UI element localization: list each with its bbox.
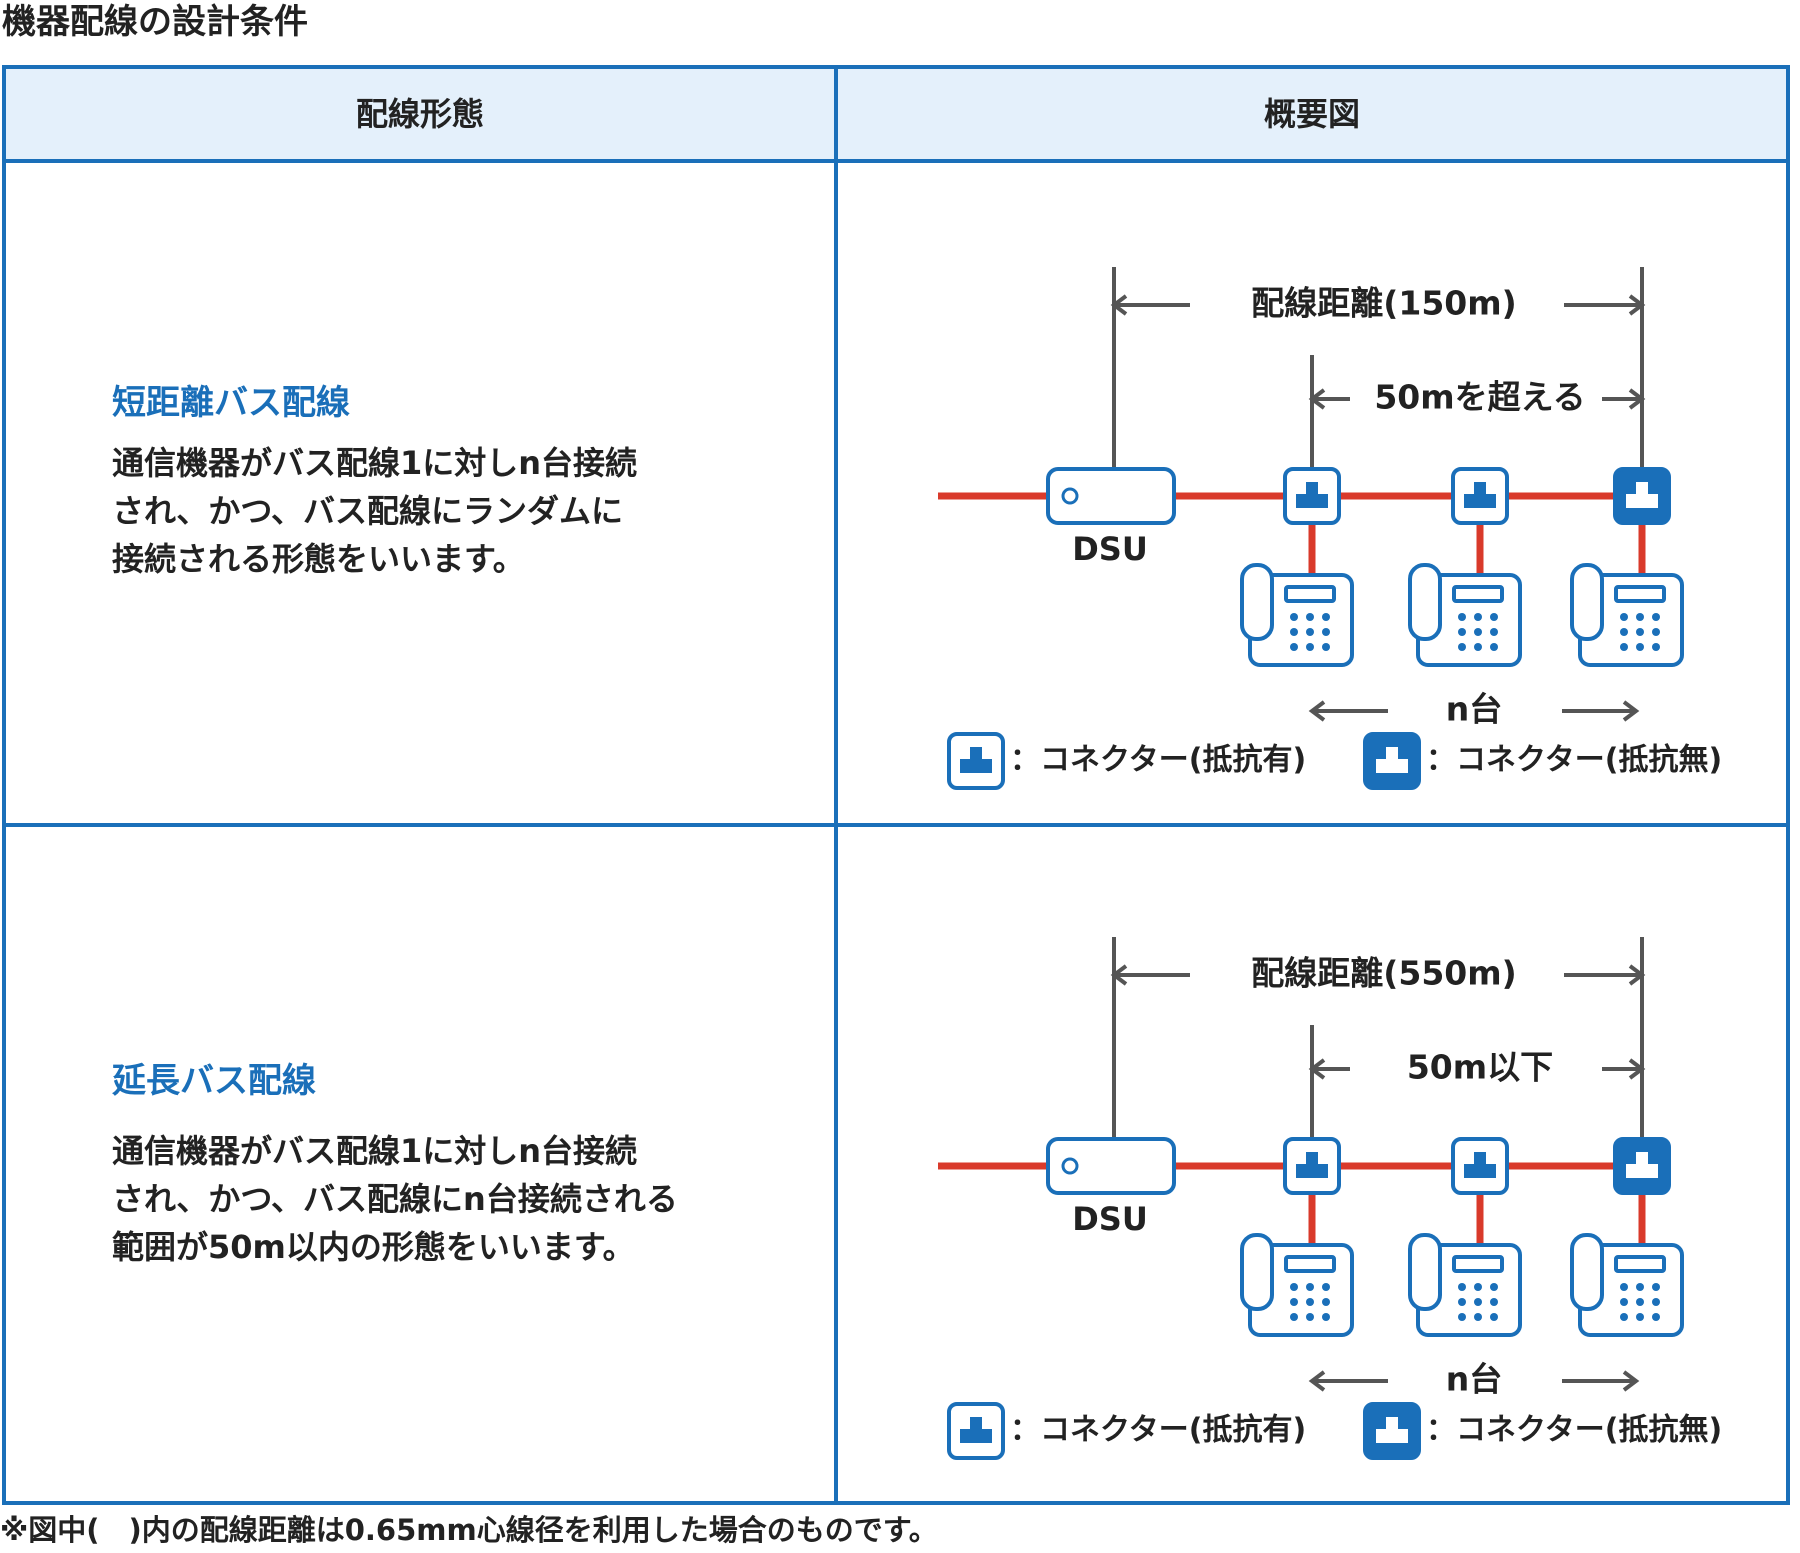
sub-distance-arrow-right <box>1602 388 1646 410</box>
top-distance-arrow-right <box>1564 964 1646 986</box>
column-header-pattern: 配線形態 <box>355 95 484 133</box>
page-title: 機器配線の設計条件 <box>2 2 308 42</box>
connector-outline-icon <box>1283 467 1341 525</box>
dsu-device-icon <box>1046 1137 1176 1195</box>
top-distance-label: 配線距離(550m) <box>1251 954 1516 993</box>
telephone-icon <box>1240 563 1354 667</box>
column-divider <box>834 69 838 1501</box>
connector-outline-icon <box>1283 1137 1341 1195</box>
count-label: n台 <box>1446 1360 1503 1399</box>
row1-pattern-description: 通信機器がバス配線1に対しn台接続 され、かつ、バス配線にランダムに 接続される… <box>112 444 638 578</box>
table-header-row <box>6 69 1786 159</box>
column-header-diagram: 概要図 <box>1263 95 1360 133</box>
top-distance-arrow-left <box>1110 294 1190 316</box>
row-divider <box>6 823 1786 827</box>
sub-distance-label: 50m以下 <box>1407 1048 1553 1087</box>
connector-outline-icon <box>1451 467 1509 525</box>
row2-diagram-svg: 配線距離(550m) 50m以下 DSU n台 ：コネクター(抵抗有) ：コネクター(抵抗… <box>938 937 1722 1460</box>
telephone-icon <box>1570 563 1684 667</box>
sub-distance-arrow-left <box>1308 1058 1350 1080</box>
legend-connector-outline-icon <box>947 1402 1005 1460</box>
sub-distance-arrow-right <box>1602 1058 1646 1080</box>
top-distance-arrow-left <box>1110 964 1190 986</box>
header-divider <box>6 159 1786 163</box>
count-label: n台 <box>1446 690 1503 729</box>
sub-distance-arrow-left <box>1308 388 1350 410</box>
row2-diagram: 配線距離(550m) 50m以下 DSU n台 ：コネクター(抵抗有) ：コネクター(抵抗… <box>838 833 1786 1493</box>
telephone-icon <box>1570 1233 1684 1337</box>
row1-diagram: 配線距離(150m) 50mを超える DSU n台 ：コネクター(抵抗有) ：コネクター(… <box>838 163 1786 823</box>
legend-connector-filled-icon <box>1363 1402 1421 1460</box>
connector-filled-icon <box>1613 467 1671 525</box>
row1-pattern-name: 短距離バス配線 <box>112 383 350 423</box>
footnote: ※図中( )内の配線距離は0.65mm心線径を利用した場合のものです。 <box>0 1513 938 1547</box>
dsu-label: DSU <box>1072 530 1148 568</box>
row2-pattern-description: 通信機器がバス配線1に対しn台接続 され、かつ、バス配線にn台接続される 範囲が… <box>112 1132 678 1266</box>
sub-distance-label: 50mを超える <box>1374 378 1585 417</box>
legend-without-resistor: ：コネクター(抵抗無) <box>1426 1413 1722 1448</box>
wiring-table: 配線形態 概要図 短距離バス配線 通信機器がバス配線1に対しn台接続 され、かつ… <box>2 65 1790 1505</box>
legend-without-resistor: ：コネクター(抵抗無) <box>1426 743 1722 778</box>
top-distance-arrow-right <box>1564 294 1646 316</box>
telephone-icon <box>1408 1233 1522 1337</box>
connector-filled-icon <box>1613 1137 1671 1195</box>
telephone-icon <box>1408 563 1522 667</box>
row1-diagram-svg: 配線距離(150m) 50mを超える DSU n台 ：コネクター(抵抗有) ：コネクター(… <box>938 267 1722 790</box>
top-distance-label: 配線距離(150m) <box>1251 284 1516 323</box>
count-arrow-left <box>1308 1370 1388 1392</box>
telephone-icon <box>1240 1233 1354 1337</box>
dsu-label: DSU <box>1072 1200 1148 1238</box>
row2-pattern-name: 延長バス配線 <box>112 1061 316 1101</box>
count-arrow-right <box>1562 1370 1640 1392</box>
legend-connector-filled-icon <box>1363 732 1421 790</box>
legend-with-resistor: ：コネクター(抵抗有) <box>1010 743 1306 778</box>
connector-outline-icon <box>1451 1137 1509 1195</box>
legend-connector-outline-icon <box>947 732 1005 790</box>
legend-with-resistor: ：コネクター(抵抗有) <box>1010 1413 1306 1448</box>
count-arrow-right <box>1562 700 1640 722</box>
dsu-device-icon <box>1046 467 1176 525</box>
count-arrow-left <box>1308 700 1388 722</box>
